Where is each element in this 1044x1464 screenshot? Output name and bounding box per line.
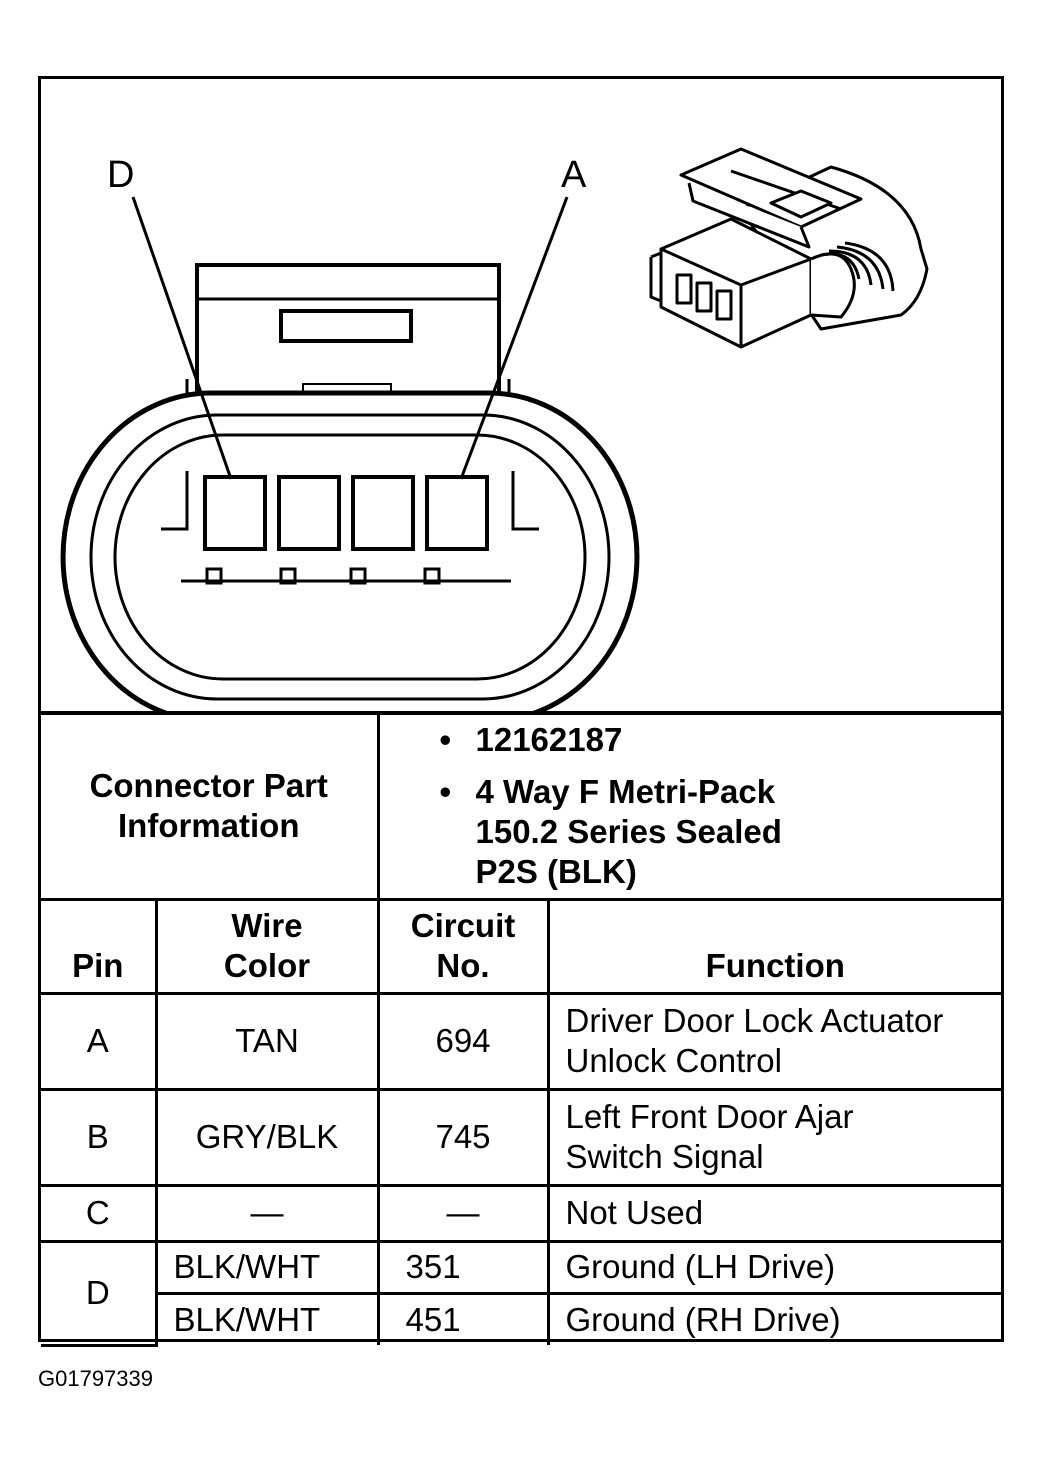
pin-cell: C: [41, 1183, 158, 1243]
function-cell: Left Front Door Ajar Switch Signal: [546, 1087, 1001, 1187]
circuit-cell: 745: [376, 1087, 550, 1187]
table-row: D BLK/WHT 351 Ground (LH Drive): [41, 1239, 1001, 1347]
function-line: Switch Signal: [565, 1138, 764, 1175]
connector-drawing: D A: [60, 147, 929, 711]
pin-label-a: A: [561, 154, 587, 196]
circuit-cell: —: [376, 1183, 550, 1243]
table-row: B GRY/BLK 745 Left Front Door Ajar Switc…: [41, 1087, 1001, 1187]
function-cell: Ground (RH Drive): [546, 1291, 1001, 1345]
pin-cell: A: [41, 991, 158, 1091]
table-row: A TAN 694 Driver Door Lock Actuator Unlo…: [41, 991, 1001, 1091]
function-line: Unlock Control: [565, 1042, 782, 1079]
pin-cell: B: [41, 1087, 158, 1187]
pinout-table: Connector Part Information 12162187 4 Wa…: [41, 711, 1001, 1347]
header-line: No.: [436, 946, 490, 984]
part-description-line: 150.2 Series Sealed: [475, 813, 782, 851]
header-line: Circuit: [410, 906, 516, 944]
part-description-line: 4 Way F Metri-Pack: [440, 772, 1002, 812]
connector-illustration: D A: [41, 79, 1001, 711]
connector-part-info-label: Connector Part Information: [41, 711, 380, 901]
header-function: Function: [546, 897, 1001, 995]
function-cell: Driver Door Lock Actuator Unlock Control: [546, 991, 1001, 1091]
function-cell: Not Used: [546, 1183, 1001, 1243]
connector-info-row: Connector Part Information 12162187 4 Wa…: [41, 711, 1002, 901]
circuit-cell: 451: [376, 1291, 550, 1345]
label-line: Information: [118, 807, 300, 845]
connector-iso-view: [649, 147, 929, 349]
connector-front-view: [60, 196, 640, 711]
circuit-cell: 351: [376, 1239, 550, 1295]
label-line: Connector Part: [89, 767, 328, 805]
figure-id: G01797339: [38, 1366, 153, 1391]
header-circuit: Circuit No.: [376, 897, 550, 995]
connector-sheet: D A: [38, 76, 1004, 1347]
part-number: 12162187: [440, 720, 1002, 760]
connector-part-info-list: 12162187 4 Way F Metri-Pack 150.2 Series…: [376, 711, 1002, 901]
wire-color-cell: —: [154, 1183, 380, 1243]
table-row: C — — Not Used: [41, 1183, 1001, 1243]
wire-color-cell: TAN: [154, 991, 380, 1091]
pin-cell: D: [41, 1239, 158, 1347]
wire-color-cell: GRY/BLK: [154, 1087, 380, 1187]
header-pin: Pin: [41, 897, 158, 995]
function-cell: Ground (LH Drive): [546, 1239, 1001, 1295]
wire-color-cell: BLK/WHT: [154, 1239, 380, 1295]
table-header-row: Pin Wire Color Circuit No. Function: [41, 897, 1001, 995]
header-wire-color: Wire Color: [154, 897, 380, 995]
pin-label-d: D: [107, 154, 134, 196]
table-row: BLK/WHT 451 Ground (RH Drive): [41, 1291, 1001, 1345]
function-line: Driver Door Lock Actuator: [565, 1002, 944, 1039]
header-line: Wire: [231, 906, 303, 944]
circuit-cell: 694: [376, 991, 550, 1091]
wire-color-cell: BLK/WHT: [156, 1291, 380, 1345]
header-line: Color: [223, 946, 311, 984]
part-description-line: P2S (BLK): [475, 853, 637, 891]
function-line: Left Front Door Ajar: [565, 1098, 854, 1135]
